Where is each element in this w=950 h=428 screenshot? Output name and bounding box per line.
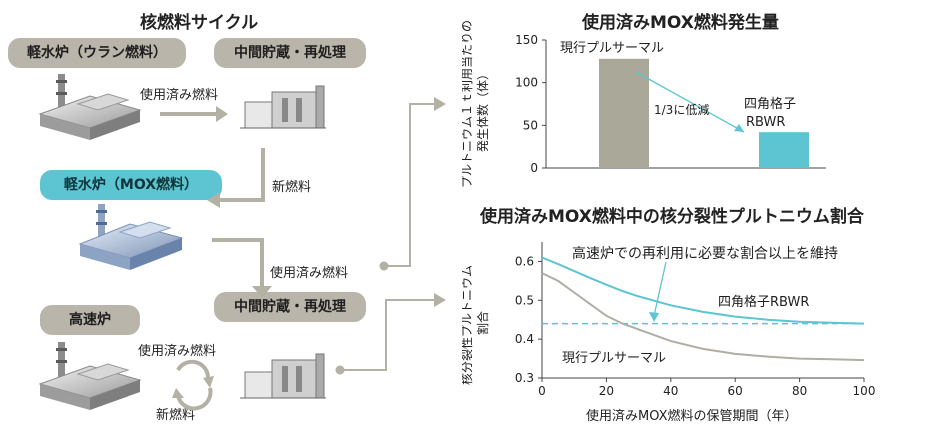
bar-label-rbwr-1: 四角格子 xyxy=(744,96,796,112)
line-x-tick-label: 60 xyxy=(728,384,743,398)
line-x-tick-label: 100 xyxy=(853,384,876,398)
line-y-tick-label: 0.4 xyxy=(515,332,534,346)
line-annotation: 高速炉での再利用に必要な割合以上を維持 xyxy=(572,245,838,262)
lwr-mox-label: 軽水炉（MOX燃料） xyxy=(40,170,222,200)
line-ylabel: 核分裂性プルトニウム 割合 xyxy=(460,265,490,385)
fuel-cycle-title: 核燃料サイクル xyxy=(140,13,259,33)
spent-fuel-label-2: 使用済み燃料 xyxy=(270,266,349,281)
series-line-1 xyxy=(541,272,865,362)
bar-0 xyxy=(599,58,649,168)
line-ylabel-line2: 割合 xyxy=(475,311,490,335)
line-y-tick-label: 0.6 xyxy=(515,254,534,268)
bar-y-tick-label: 0 xyxy=(530,161,538,175)
interim-storage-top-icon xyxy=(240,85,326,129)
lwr-mox-plant-icon xyxy=(78,204,184,270)
new-fuel-label-1: 新燃料 xyxy=(272,180,312,195)
fuel-cycle-diagram xyxy=(38,74,446,411)
connector-lines xyxy=(340,103,436,371)
bar-y-tick-label: 100 xyxy=(515,76,538,90)
bar-annotation: 1/3に低減 xyxy=(654,102,709,117)
line-y-tick-label: 0.3 xyxy=(515,371,534,385)
line-x-tick-label: 0 xyxy=(538,384,546,398)
lwr-uranium-plant-icon xyxy=(38,74,142,140)
fast-reactor-plant-icon xyxy=(38,342,142,410)
bar-y-tick-label: 150 xyxy=(515,33,538,47)
spent-fuel-label-3: 使用済み燃料 xyxy=(138,344,217,359)
spent-fuel-label-1: 使用済み燃料 xyxy=(140,88,219,103)
line-label-rbwr: 四角格子RBWR xyxy=(718,294,809,310)
bar-ylabel-line1: プルトニウム１ｔ利用当たりの xyxy=(462,20,474,188)
bar-ylabel: プルトニウム１ｔ利用当たりの 発生体数（体） xyxy=(460,20,490,188)
line-x-tick-label: 20 xyxy=(599,384,614,398)
line-annotation-arrow xyxy=(653,261,667,317)
bar-chart: 0 50 100 150 1/3に低減 現行プルサーマル 四角格子 RBWR xyxy=(515,33,826,175)
interim-storage-bottom-label: 中間貯蔵・再処理 xyxy=(214,292,366,322)
bar-chart-title: 使用済みMOX燃料発生量 xyxy=(582,13,779,33)
line-xlabel: 使用済みMOX燃料の保管期間（年） xyxy=(586,408,798,424)
bar-reduction-arrow xyxy=(635,71,745,133)
bar-label-rbwr-2: RBWR xyxy=(746,115,785,130)
lwr-uranium-label: 軽水炉（ウラン燃料） xyxy=(8,38,186,68)
line-label-conventional: 現行プルサーマル xyxy=(562,351,666,366)
line-chart: 0.3 0.4 0.5 0.6 0 20 40 60 80 100 高速炉での再利用に必要な割合以… xyxy=(515,242,876,424)
bar-label-conventional: 現行プルサーマル xyxy=(560,41,664,56)
interim-storage-top-label: 中間貯蔵・再処理 xyxy=(214,38,366,68)
line-y-tick-label: 0.5 xyxy=(515,293,534,307)
bar-1 xyxy=(759,132,809,168)
flow-arrows xyxy=(160,106,272,411)
new-fuel-label-2: 新燃料 xyxy=(156,408,196,423)
bar-y-tick-label: 50 xyxy=(523,118,538,132)
line-chart-title: 使用済みMOX燃料中の核分裂性プルトニウム割合 xyxy=(480,207,864,227)
series-line-0 xyxy=(541,256,865,325)
line-ylabel-line1: 核分裂性プルトニウム xyxy=(462,265,474,385)
line-x-tick-label: 80 xyxy=(792,384,807,398)
bar-ylabel-line2: 発生体数（体） xyxy=(475,68,490,152)
line-x-tick-label: 40 xyxy=(663,384,678,398)
interim-storage-bottom-icon xyxy=(240,353,326,399)
fast-reactor-label: 高速炉 xyxy=(40,305,140,335)
